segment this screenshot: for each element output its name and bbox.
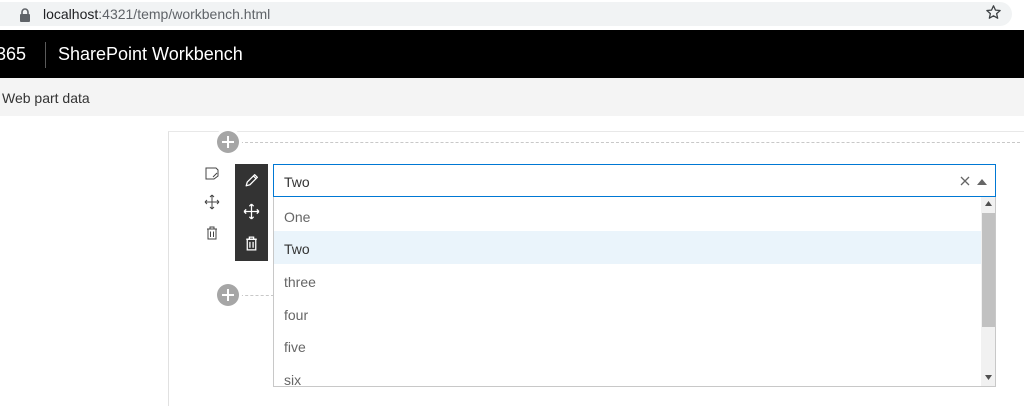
browser-address-bar: localhost:4321/temp/workbench.html [0, 0, 1024, 31]
bookmark-star-icon[interactable] [985, 4, 1002, 21]
option-label: four [284, 307, 309, 323]
dropdown-selected-value: Two [284, 174, 310, 190]
command-bar: Web part data [0, 78, 1024, 116]
app-name-fragment[interactable]: 365 [0, 44, 27, 64]
clear-selection-icon[interactable] [960, 176, 970, 186]
dropdown-option-three[interactable]: three [274, 264, 981, 297]
move-webpart-icon[interactable] [243, 203, 260, 220]
suite-bar: 365 SharePoint Workbench [0, 30, 1024, 78]
lock-icon[interactable] [19, 8, 31, 22]
caret-up-icon[interactable] [977, 178, 987, 185]
option-label: six [284, 372, 302, 387]
move-section-icon[interactable] [204, 194, 220, 210]
dropdown-option-two[interactable]: Two [274, 231, 981, 264]
workbench-title[interactable]: SharePoint Workbench [58, 44, 243, 64]
option-label: three [284, 274, 316, 290]
dropdown-option-five[interactable]: five [274, 329, 981, 362]
section-hint-line-top [240, 142, 1020, 143]
dropdown-scrollbar[interactable] [981, 197, 995, 386]
url-host: localhost [43, 6, 99, 22]
dropdown-option-six[interactable]: six [274, 362, 981, 387]
edit-webpart-icon[interactable] [243, 172, 260, 189]
webpart-toolbar [235, 164, 268, 261]
add-webpart-button-bottom[interactable] [217, 284, 239, 306]
option-label: One [284, 209, 311, 225]
scroll-down-arrow-icon[interactable] [985, 375, 992, 380]
dropdown-select[interactable]: Two [273, 164, 996, 197]
url-field[interactable]: localhost:4321/temp/workbench.html [0, 2, 1012, 26]
webpart-hint-line-bottom [240, 295, 274, 296]
scroll-up-arrow-icon[interactable] [985, 201, 992, 206]
dropdown-option-four[interactable]: four [274, 297, 981, 330]
url-path: :4321/temp/workbench.html [98, 6, 271, 22]
dropdown-menu: One Two three four five six [273, 197, 996, 387]
url-text[interactable]: localhost:4321/temp/workbench.html [43, 6, 270, 22]
suite-divider [45, 42, 46, 68]
web-part-data-button[interactable]: Web part data [2, 90, 90, 106]
scrollbar-thumb[interactable] [982, 213, 995, 327]
option-label: five [284, 339, 306, 355]
option-label: Two [284, 241, 310, 257]
delete-section-icon[interactable] [204, 225, 220, 241]
delete-webpart-icon[interactable] [243, 235, 260, 252]
workbench-canvas [168, 131, 1024, 406]
edit-section-icon[interactable] [204, 165, 220, 181]
dropdown-option-one[interactable]: One [274, 199, 981, 232]
add-section-button-top[interactable] [217, 131, 239, 153]
